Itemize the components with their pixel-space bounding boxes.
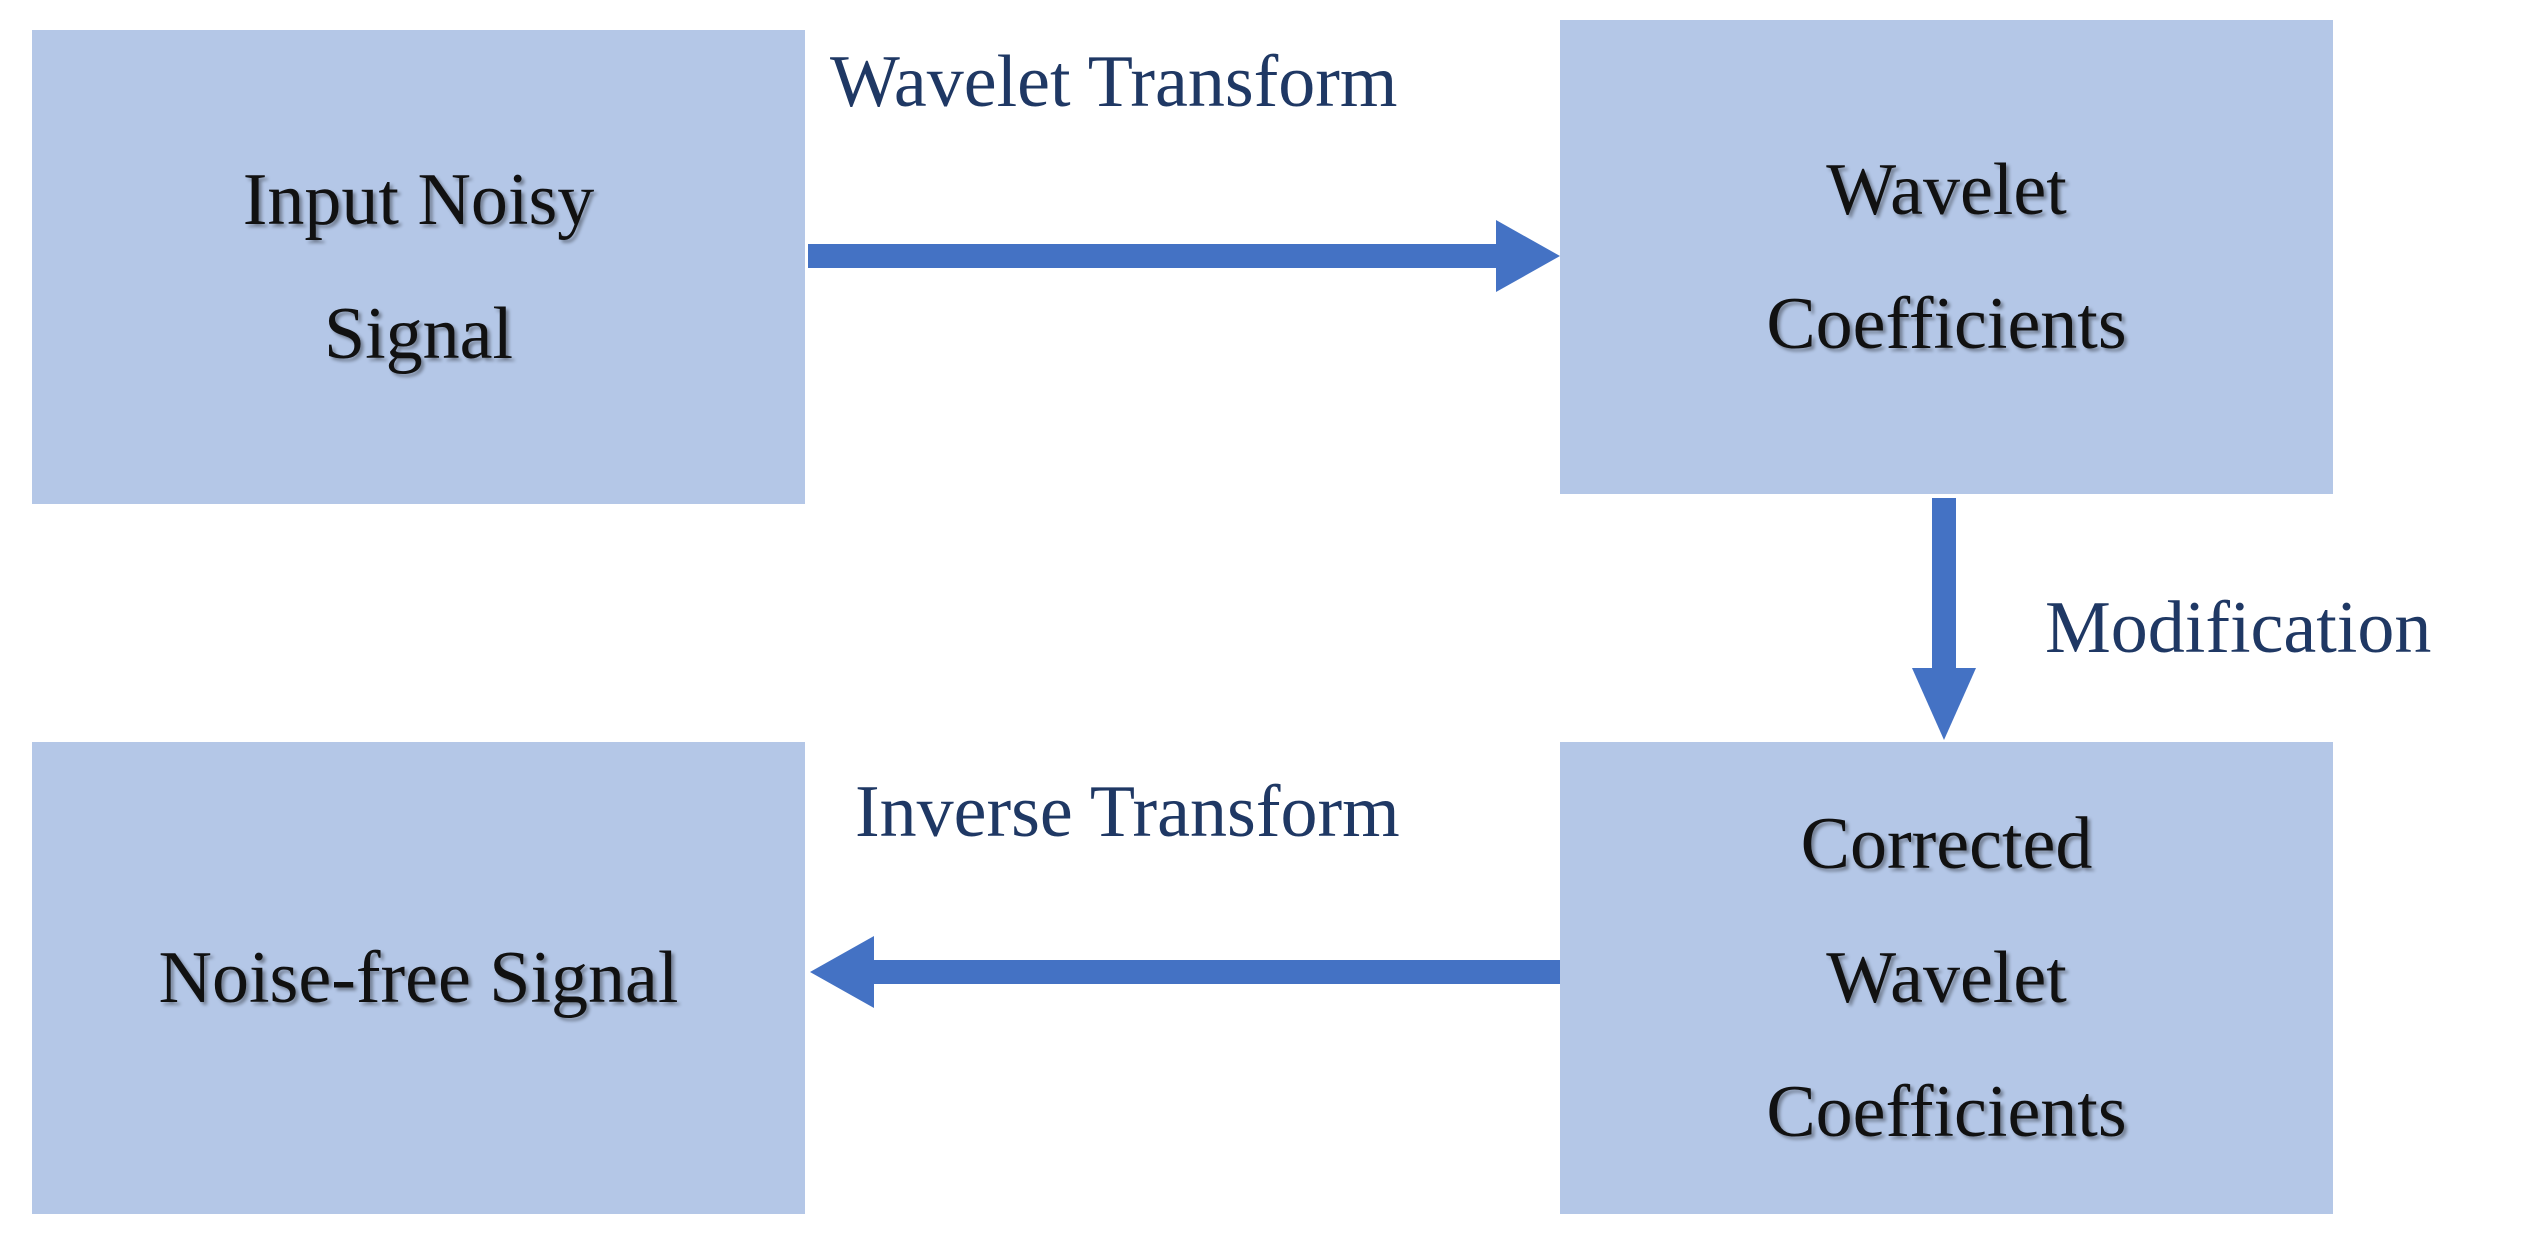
node-input-noisy-signal: Input Noisy Signal xyxy=(32,30,805,504)
arrow-inverse-transform xyxy=(810,936,1560,1008)
arrow-shaft-inverse-transform xyxy=(872,960,1560,984)
arrow-head-modification xyxy=(1912,668,1976,740)
arrow-wavelet-transform xyxy=(808,220,1560,292)
edge-label-modification: Modification xyxy=(2045,587,2432,669)
node-corrected-wavelet-coefficients: Corrected Wavelet Coefficients xyxy=(1560,742,2333,1214)
node-corrected-line-3: Coefficients xyxy=(1766,1071,2127,1153)
node-coefficients-line-2: Coefficients xyxy=(1766,283,2127,365)
edge-label-inverse-transform: Inverse Transform xyxy=(855,771,1400,853)
node-corrected-line-2: Wavelet xyxy=(1826,937,2067,1019)
node-coefficients-line-1: Wavelet xyxy=(1826,149,2067,231)
arrow-head-inverse-transform xyxy=(810,936,874,1008)
arrow-modification xyxy=(1912,498,1976,740)
arrow-head-wavelet-transform xyxy=(1496,220,1560,292)
node-input-line-1: Input Noisy xyxy=(242,159,595,241)
node-noise-free-signal: Noise-free Signal xyxy=(32,742,805,1214)
edge-label-wavelet-transform: Wavelet Transform xyxy=(830,41,1398,123)
node-corrected-line-1: Corrected xyxy=(1800,803,2093,885)
arrow-shaft-modification xyxy=(1932,498,1956,670)
node-input-line-2: Signal xyxy=(323,293,514,375)
node-output-line-1: Noise-free Signal xyxy=(158,937,679,1019)
arrow-shaft-wavelet-transform xyxy=(808,244,1498,268)
node-wavelet-coefficients: Wavelet Coefficients xyxy=(1560,20,2333,494)
